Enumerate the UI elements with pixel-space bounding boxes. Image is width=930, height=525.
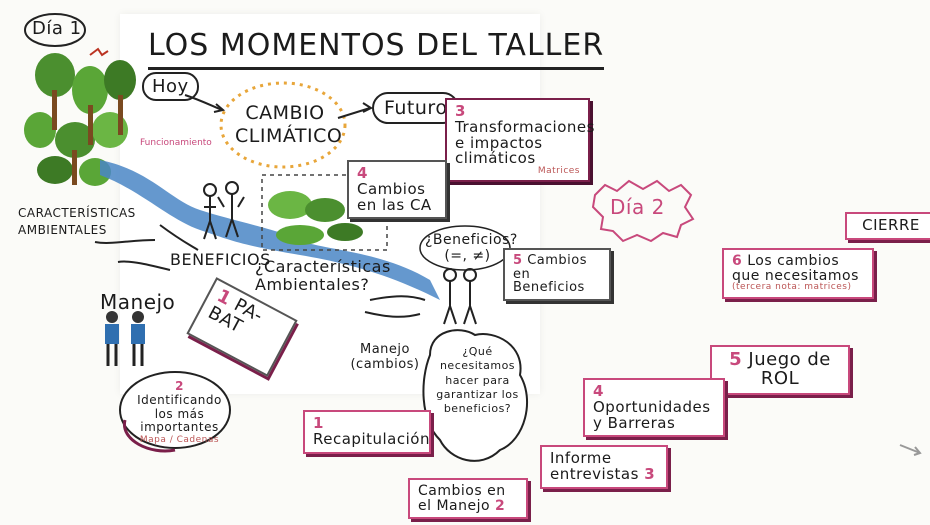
identificando-text: Identificando los más importantes [137,392,222,435]
cambios-manejo-text: Cambios en el Manejo [418,483,506,514]
transformaciones-text: Transformaciones e impactos climáticos [455,117,595,168]
page-title: LOS MOMENTOS DEL TALLER [148,28,605,70]
caracteristicas-ambientales-label: CARACTERÍSTICAS AMBIENTALES [18,206,136,237]
que-necesitamos-label: ¿Qué necesitamos hacer para garantizar l… [436,345,519,416]
cambios-ca-text: Cambios en las CA [357,179,432,214]
manejo-cambios-label: Manejo (cambios) [350,342,420,372]
los-cambios-text: Los cambios que necesitamos [732,253,859,284]
transformaciones-note: Matrices [537,166,580,176]
cambio-climatico-label: CAMBIO CLIMÁTICO [235,102,343,147]
hoy-label: Hoy [142,72,199,101]
identificando-block: 2 Identificando los más importantes Mapa… [132,379,227,446]
cambios-beneficios-text: Cambios en Beneficios [513,253,587,296]
los-cambios-number: 6 [732,253,743,269]
juego-rol-card: 5 Juego de ROL [710,345,850,395]
caracteristicas-question: ¿Características Ambientales? [255,257,391,295]
people-figures [203,181,477,325]
juego-rol-text: Juego de ROL [748,349,831,389]
cierre-card: CIERRE [845,212,930,240]
pabat-text: PA-BAT [204,294,267,338]
cambios-manejo-number: 2 [495,497,506,514]
recapitulacion-number: 1 [313,414,324,432]
cambios-beneficios-number: 5 [513,253,523,268]
transformaciones-card: 3 Transformaciones e impactos climáticos… [445,98,594,183]
cambios-manejo-card: Cambios en el Manejo 2 [408,478,528,520]
cambios-ca-card: 4 Cambios en las CA [347,160,447,220]
manejo-label: Manejo [100,290,176,314]
workers-figures [105,311,145,366]
beneficios-question: ¿Beneficios? (=, ≠) [425,232,518,264]
futuro-label: Futuro [372,92,460,124]
informe-number: 3 [644,464,656,483]
recapitulacion-card: 1 Recapitulación [303,410,431,454]
identificando-note: Mapa / Cadenas [139,435,220,446]
oportunidades-text: Oportunidades y Barreras [593,397,711,432]
beneficios-label: BENEFICIOS [170,250,271,269]
funcionamiento-label: Funcionamiento [140,138,212,148]
los-cambios-note: (tercera nota: matrices) [732,282,852,293]
informe-card: Informe entrevistas 3 [540,445,668,489]
oportunidades-number: 4 [593,382,604,400]
identificando-number: 2 [175,379,184,393]
day1-label: Día 1 [32,18,82,39]
los-cambios-card: 6 Los cambios que necesitamos (tercera n… [722,248,874,299]
oportunidades-card: 4 Oportunidades y Barreras [583,378,725,438]
forest-illustration [24,53,136,186]
transformaciones-number: 3 [455,102,466,120]
recapitulacion-text: Recapitulación [313,429,430,448]
cambios-beneficios-card: 5 Cambios en Beneficios [503,248,611,301]
day2-label: Día 2 [610,195,665,219]
cambios-ca-number: 4 [357,164,368,182]
juego-rol-number: 5 [729,349,743,370]
informe-text: Informe entrevistas [550,449,639,483]
